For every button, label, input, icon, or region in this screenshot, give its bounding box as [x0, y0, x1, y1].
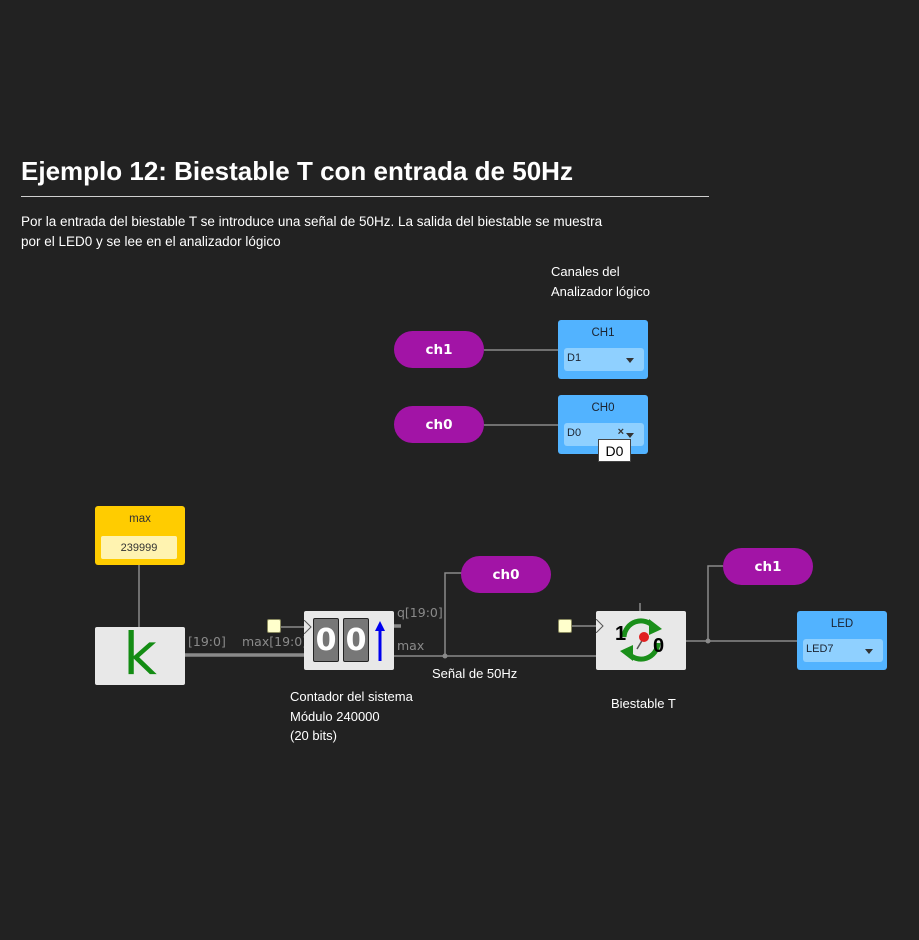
tag-ch1-analyzer[interactable]: ch1: [394, 331, 484, 368]
clock-edge-icon: [596, 619, 604, 633]
counter-caption: Contador del sistema Módulo 240000 (20 b…: [290, 689, 413, 743]
label-k-bus: [19:0]: [188, 634, 226, 649]
pin-icon: [636, 632, 649, 650]
label-q-out: q[19:0]: [397, 605, 443, 620]
label-max-in: max[19:0]: [242, 634, 308, 649]
wire-signal-tag: [444, 572, 462, 656]
flipflop-caption: Biestable T: [611, 696, 676, 711]
count-up-arrow-icon: [375, 621, 385, 661]
counter-digit-2: 0: [343, 618, 369, 662]
led-title: LED: [830, 618, 854, 630]
constant-title: max: [129, 513, 151, 525]
led-value: LED7: [806, 643, 834, 655]
signal-caption: Señal de 50Hz: [432, 666, 518, 681]
title-divider: [21, 196, 709, 197]
constant-value-input[interactable]: 239999: [101, 536, 177, 559]
label-max-out: max: [397, 638, 425, 653]
tag-ch0-signal[interactable]: ch0: [461, 556, 551, 593]
led-select[interactable]: LED7: [803, 639, 883, 662]
toggle-arrows-icon: [620, 618, 662, 662]
channel-ch0-tooltip: D0: [598, 439, 631, 462]
counter-clock-input[interactable]: [267, 619, 281, 633]
chevron-down-icon: [865, 649, 873, 654]
chevron-down-icon: [626, 358, 634, 363]
channel-ch1-title: CH1: [591, 327, 615, 339]
flipflop-zero: 0: [653, 635, 665, 657]
junction-ff-out: [705, 638, 711, 644]
counter-digit-1: 0: [313, 618, 339, 662]
t-flipflop-block[interactable]: 1 0: [596, 611, 686, 670]
flipflop-one: 1: [615, 623, 627, 645]
channel-ch1-select[interactable]: D1: [564, 348, 644, 371]
tag-ch1-output[interactable]: ch1: [723, 548, 813, 585]
constant-k-block[interactable]: k: [95, 620, 185, 688]
channel-ch1-panel: CH1 D1: [558, 320, 648, 379]
clear-icon[interactable]: ×: [617, 426, 624, 438]
constant-k-symbol: k: [123, 620, 157, 688]
channel-ch1-value: D1: [567, 352, 582, 364]
system-counter-block[interactable]: 0 0: [304, 611, 394, 670]
page-title: Ejemplo 12: Biestable T con entrada de 5…: [21, 156, 573, 186]
junction-signal: [442, 653, 448, 659]
page-description: Por la entrada del biestable T se introd…: [21, 214, 603, 249]
wire-ff-tag: [707, 565, 723, 641]
channel-ch0-value: D0: [567, 427, 582, 439]
tag-ch0-analyzer[interactable]: ch0: [394, 406, 484, 443]
led-panel: LED LED7: [797, 611, 887, 670]
chevron-down-icon: [626, 433, 634, 438]
clock-edge-icon: [304, 620, 312, 634]
channel-ch0-title: CH0: [591, 402, 615, 414]
constant-max-panel: max 239999: [95, 506, 185, 565]
flipflop-clock-input[interactable]: [558, 619, 572, 633]
analyzer-caption: Canales del Analizador lógico: [551, 264, 651, 299]
